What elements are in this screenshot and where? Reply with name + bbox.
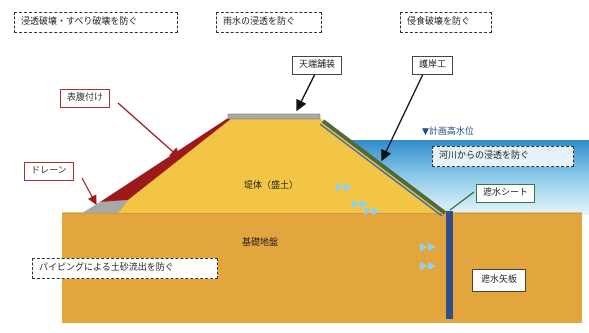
cutoff-wall-pile: [446, 211, 453, 319]
impermeable-sheet-layer: [319, 123, 443, 217]
callout-rain-seepage: 雨水の浸透を防ぐ: [216, 12, 322, 33]
revetment-layer: [321, 119, 447, 215]
callout-seepage-slide: 浸透破壊・すべり破壊を防ぐ: [14, 12, 178, 33]
arrow-surface-soil: [117, 102, 182, 159]
label-flood-level: ▼計画高水位: [422, 127, 474, 137]
label-foundation: 基礎地盤: [242, 238, 279, 248]
label-drain: ドレーン: [24, 162, 74, 181]
arrow-drain: [81, 177, 97, 206]
surface-soil-layer: [100, 118, 232, 202]
arrow-revetment: [381, 71, 425, 162]
label-revetment: 護岸工: [412, 56, 454, 75]
embankment-body: [96, 118, 445, 213]
label-impermeable-sheet: 遮水シート: [476, 184, 536, 203]
arrow-impermeable-sheet: [449, 191, 475, 211]
label-cutoff-wall: 遮水矢板: [472, 269, 527, 292]
callout-river-seepage: 河川からの浸透を防ぐ: [432, 146, 574, 167]
crown-pavement-slab: [227, 113, 321, 120]
label-surface-soil: 表腹付け: [60, 89, 111, 108]
label-crown-pavement: 天端舗装: [292, 56, 343, 75]
label-embankment: 堤体（盛土）: [244, 181, 299, 191]
arrow-crown-pavement: [296, 71, 317, 112]
callout-piping: パイピングによる土砂流出を防ぐ: [32, 258, 218, 279]
callout-erosion: 侵食破壊を防ぐ: [400, 12, 492, 33]
seepage-arrows: [336, 183, 436, 270]
drain-block: [82, 200, 128, 213]
